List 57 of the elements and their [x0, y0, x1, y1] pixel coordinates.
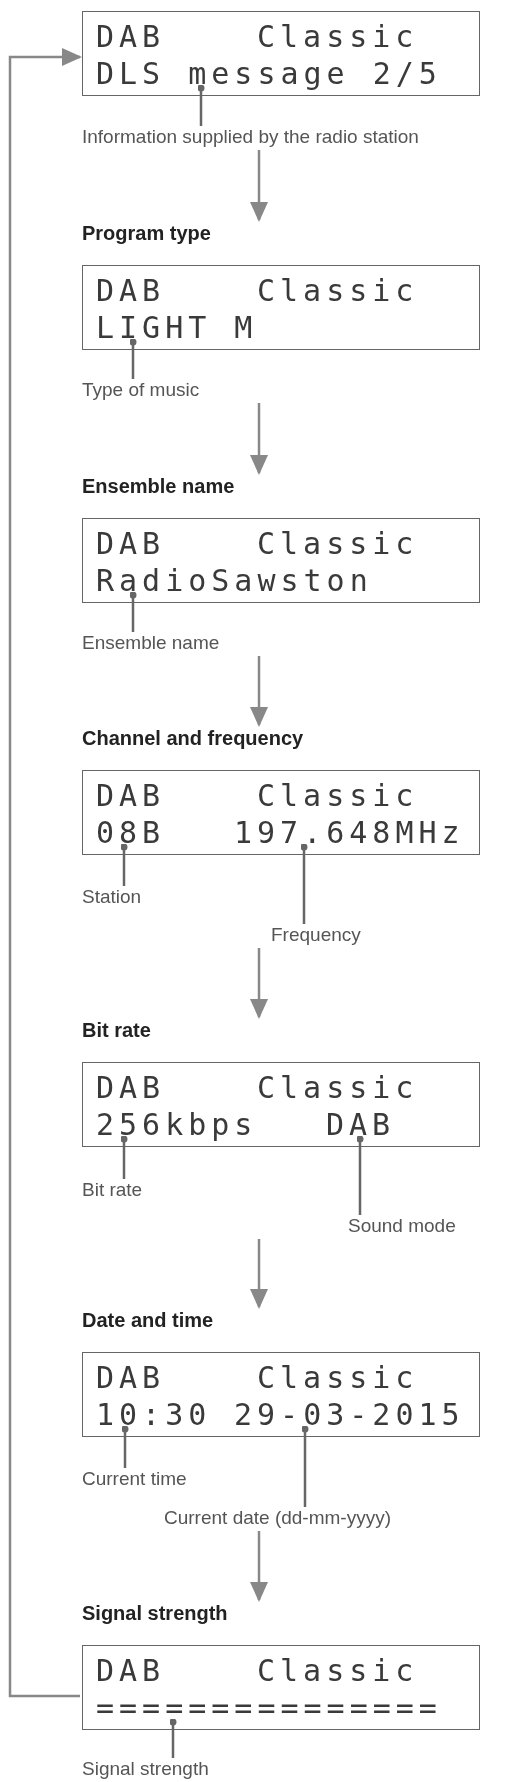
- callout-label: Bit rate: [82, 1179, 143, 1201]
- display-text: DAB: [96, 1363, 166, 1393]
- section-heading: Date and time: [82, 1308, 214, 1332]
- arrow: [250, 1531, 268, 1602]
- display-text: DAB: [96, 276, 166, 306]
- section-heading: Bit rate: [82, 1018, 151, 1042]
- display-text: 29-03-2015: [234, 1400, 465, 1430]
- display-text: 08B: [96, 818, 166, 848]
- callout-label: Sound mode: [348, 1215, 456, 1237]
- leader-line: [169, 1718, 177, 1758]
- display-text: Classic: [257, 1073, 419, 1103]
- section-heading: Program type: [82, 221, 211, 245]
- arrow: [250, 1239, 268, 1309]
- arrow: [250, 150, 268, 222]
- display-text: Classic: [257, 1363, 419, 1393]
- display-text: 197.648MHz: [234, 818, 465, 848]
- arrow: [250, 403, 268, 475]
- callout-label: Current time: [82, 1468, 187, 1490]
- display-text: RadioSawston: [96, 566, 373, 596]
- display-text: Classic: [257, 22, 419, 52]
- section-heading: Signal strength: [82, 1601, 228, 1625]
- display-text: 10:30: [96, 1400, 212, 1430]
- callout-label: Ensemble name: [82, 632, 220, 654]
- display-text: DAB: [96, 1073, 166, 1103]
- display-text: DLS message 2/5: [96, 59, 442, 89]
- display-text: Classic: [257, 276, 419, 306]
- display-text: Classic: [257, 1656, 419, 1686]
- display-text: DAB: [326, 1110, 396, 1140]
- section-heading: Channel and frequency: [82, 726, 304, 750]
- display-text: DAB: [96, 781, 166, 811]
- display-text: ===============: [96, 1693, 442, 1723]
- callout-label: Signal strength: [82, 1758, 209, 1780]
- callout-label: Current date (dd-mm-yyyy): [164, 1507, 391, 1529]
- callout-label: Frequency: [271, 924, 361, 946]
- leader-line: [129, 338, 137, 379]
- display-text: DAB: [96, 22, 166, 52]
- display-text: 256kbps: [96, 1110, 258, 1140]
- arrow: [250, 656, 268, 727]
- display-text: LIGHT M: [96, 313, 258, 343]
- leader-line: [129, 591, 137, 632]
- callout-label: Station: [82, 886, 142, 908]
- callout-label: Information supplied by the radio station: [82, 126, 419, 148]
- display-text: Classic: [257, 529, 419, 559]
- leader-line: [356, 1135, 364, 1215]
- leader-line: [120, 1135, 128, 1179]
- leader-line: [300, 843, 308, 924]
- leader-line: [197, 84, 205, 126]
- display-text: DAB: [96, 1656, 166, 1686]
- leader-line: [121, 1425, 129, 1468]
- display-text: Classic: [257, 781, 419, 811]
- leader-line: [120, 843, 128, 886]
- display-text: DAB: [96, 529, 166, 559]
- leader-line: [301, 1425, 309, 1507]
- section-heading: Ensemble name: [82, 474, 235, 498]
- callout-label: Type of music: [82, 379, 200, 401]
- arrow: [250, 948, 268, 1019]
- arrow: [8, 48, 82, 1698]
